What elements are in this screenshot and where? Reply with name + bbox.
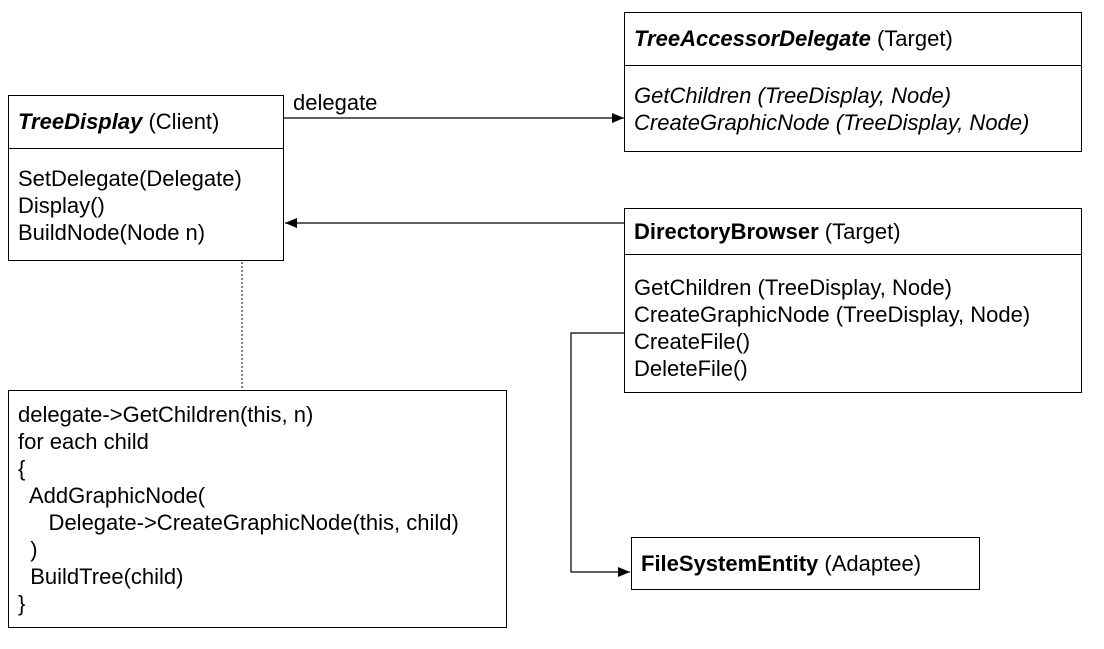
tree-accessor-delegate-class[interactable]: TreeAccessorDelegate (Target) GetChildre… [624, 12, 1082, 152]
directory-browser-to-file-system-entity [570, 332, 630, 577]
file-system-entity-class[interactable]: FileSystemEntity (Adaptee) [631, 537, 980, 590]
note-line: { [18, 456, 26, 481]
directory-browser-operations: GetChildren (TreeDisplay, Node) CreateGr… [625, 255, 1081, 382]
note-line: } [18, 591, 26, 616]
note-line: ) [18, 537, 38, 562]
file-system-entity-name: FileSystemEntity [641, 550, 819, 576]
operation: CreateGraphicNode (TreeDisplay, Node) [634, 110, 1030, 135]
operation: DeleteFile() [634, 356, 748, 381]
tree-display-stereotype: (Client) [148, 109, 220, 134]
operation: BuildNode(Node n) [18, 220, 206, 245]
tree-display-class[interactable]: TreeDisplay (Client) SetDelegate(Delegat… [8, 95, 284, 261]
operation: GetChildren (TreeDisplay, Node) [634, 275, 952, 300]
tree-accessor-delegate-stereotype: (Target) [876, 26, 953, 51]
tree-display-header: TreeDisplay (Client) [9, 96, 283, 149]
operation: CreateFile() [634, 329, 751, 354]
build-node-note: delegate->GetChildren(this, n) for each … [8, 390, 507, 628]
note-line: Delegate->CreateGraphicNode(this, child) [18, 510, 459, 535]
note-line: delegate->GetChildren(this, n) [18, 402, 314, 427]
tree-accessor-delegate-operations: GetChildren (TreeDisplay, Node) CreateGr… [625, 66, 1081, 136]
tree-accessor-delegate-header: TreeAccessorDelegate (Target) [625, 13, 1081, 66]
file-system-entity-stereotype: (Adaptee) [824, 550, 922, 576]
directory-browser-class[interactable]: DirectoryBrowser (Target) GetChildren (T… [624, 208, 1082, 393]
note-line: for each child [18, 429, 149, 454]
operation: SetDelegate(Delegate) [18, 166, 242, 191]
tree-display-name: TreeDisplay [18, 109, 143, 134]
delegate-label: delegate [293, 90, 378, 115]
tree-accessor-delegate-name: TreeAccessorDelegate [634, 26, 871, 51]
note-line: AddGraphicNode( [18, 483, 206, 508]
directory-browser-header: DirectoryBrowser (Target) [625, 209, 1081, 255]
tree-display-operations: SetDelegate(Delegate) Display() BuildNod… [9, 149, 283, 246]
note-line: BuildTree(child) [18, 564, 184, 589]
operation: Display() [18, 193, 105, 218]
operation: CreateGraphicNode (TreeDisplay, Node) [634, 302, 1031, 327]
directory-browser-stereotype: (Target) [824, 218, 901, 244]
operation: GetChildren (TreeDisplay, Node) [634, 83, 952, 108]
directory-browser-name: DirectoryBrowser [634, 218, 819, 244]
file-system-entity-header: FileSystemEntity (Adaptee) [632, 538, 979, 589]
